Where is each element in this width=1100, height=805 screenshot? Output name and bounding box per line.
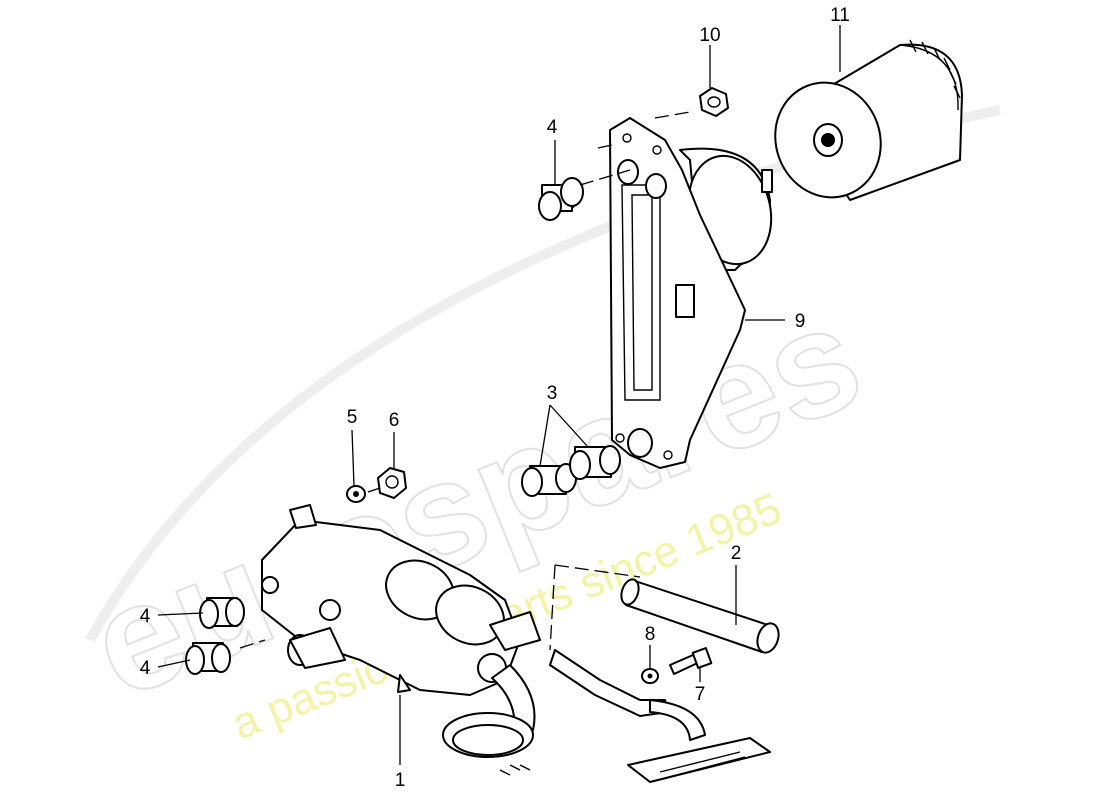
filter-console: [609, 117, 773, 469]
callout-7: 7: [695, 684, 706, 705]
callout-3: 3: [547, 383, 558, 404]
oil-pump: [261, 504, 541, 696]
sleeve-4-upper: [538, 177, 584, 221]
leader-lines: [157, 25, 841, 765]
washer-8: [641, 668, 659, 684]
nut-6: [377, 467, 407, 499]
sleeve-4-lower: [185, 642, 231, 675]
sleeve-4-middle: [199, 597, 245, 629]
callout-4-middle: 4: [140, 606, 151, 627]
washer-5: [346, 485, 366, 503]
alignment-lines: [239, 111, 691, 651]
sleeves-3: [521, 445, 621, 497]
nut-10: [699, 87, 729, 117]
callout-4-lower: 4: [140, 658, 151, 679]
callout-2: 2: [731, 543, 742, 564]
oil-filter: [774, 39, 963, 201]
callout-11: 11: [830, 5, 850, 26]
callout-9: 9: [795, 311, 806, 332]
return-pipe: [549, 649, 771, 783]
callout-1: 1: [395, 770, 406, 791]
callout-6: 6: [389, 410, 400, 431]
sleeve-3-right: [569, 445, 621, 480]
callout-10: 10: [699, 25, 720, 46]
callout-4-upper: 4: [547, 117, 558, 138]
callout-5: 5: [347, 407, 358, 428]
bolt-7: [669, 647, 713, 675]
tube-2: [620, 578, 780, 654]
suction-strainer: [442, 664, 536, 776]
sleeve-3-left: [521, 463, 577, 497]
callout-8: 8: [645, 624, 656, 645]
callouts: 11 10 4 9 3 5 6 4 4 2 8 7 1: [140, 5, 850, 791]
